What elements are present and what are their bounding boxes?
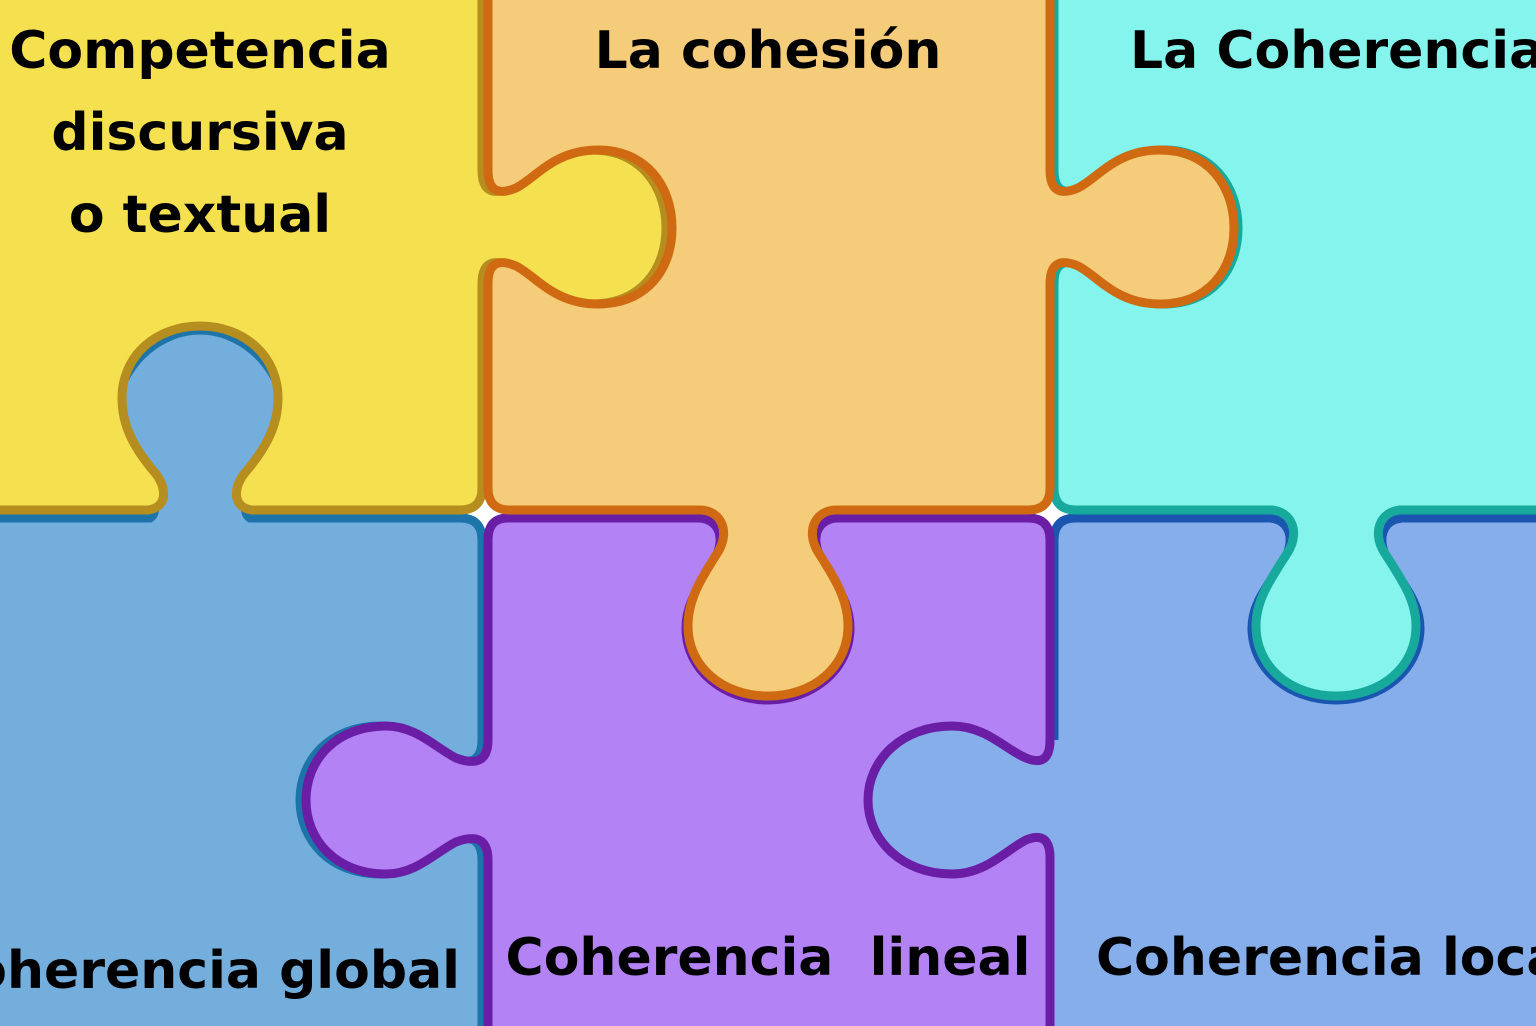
coherencia-global-label: Coherencia global (0, 941, 460, 1001)
coherencia-local-label: Coherencia local (1096, 928, 1536, 988)
piece-competencia-shape (0, 0, 666, 510)
coherencia-label: La Coherencia (1130, 21, 1536, 81)
piece-coherencia-local-shape (868, 518, 1536, 1026)
piece-la-cohesion (483, 0, 1239, 701)
cohesion-label: La cohesión (595, 21, 942, 81)
competencia-label-line-1: Competencia (9, 21, 390, 81)
coherencia-lineal-label: Coherencia lineal (506, 928, 1031, 988)
piece-la-cohesion-outline (483, 0, 1239, 701)
piece-coherencia-global-shape (0, 330, 482, 1026)
competencia-label-line-2: discursiva (51, 103, 348, 163)
labels: Competencia discursiva o textual La cohe… (0, 21, 1536, 1001)
competencia-label-line-3: o textual (69, 185, 331, 245)
piece-la-coherencia-shape (1054, 0, 1536, 696)
